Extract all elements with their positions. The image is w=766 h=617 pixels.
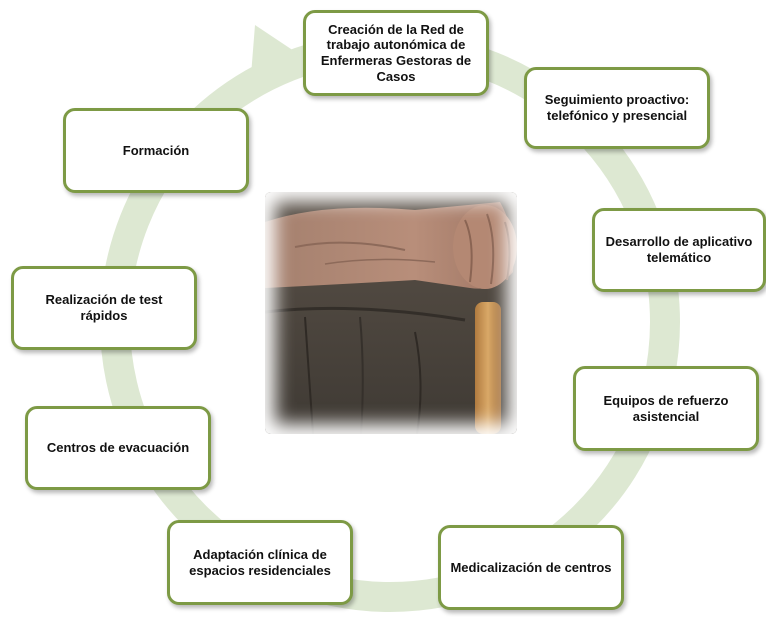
node-label: Formación bbox=[122, 142, 190, 158]
node-red-enfermeras-gestoras: Creación de la Red de trabajo autonómica… bbox=[303, 10, 489, 96]
node-label: Desarrollo de aplicativo telemático bbox=[605, 234, 753, 265]
node-aplicativo-telematico: Desarrollo de aplicativo telemático bbox=[592, 208, 766, 292]
node-adaptacion-clinica: Adaptación clínica de espacios residenci… bbox=[167, 520, 353, 605]
node-test-rapidos: Realización de test rápidos bbox=[11, 266, 197, 350]
node-medicalizacion: Medicalización de centros bbox=[438, 525, 624, 610]
node-centros-evacuacion: Centros de evacuación bbox=[25, 406, 211, 490]
node-label: Centros de evacuación bbox=[46, 440, 190, 456]
node-label: Seguimiento proactivo: telefónico y pres… bbox=[544, 92, 690, 123]
node-equipos-refuerzo: Equipos de refuerzo asistencial bbox=[573, 366, 759, 451]
node-formacion: Formación bbox=[63, 108, 249, 193]
center-photo bbox=[265, 192, 517, 434]
node-label: Adaptación clínica de espacios residenci… bbox=[189, 546, 331, 578]
node-label: Medicalización de centros bbox=[450, 559, 612, 575]
node-label: Creación de la Red de trabajo autonómica… bbox=[320, 21, 472, 84]
node-label: Realización de test rápidos bbox=[45, 292, 163, 323]
node-label: Equipos de refuerzo asistencial bbox=[603, 392, 729, 424]
node-seguimiento-proactivo: Seguimiento proactivo: telefónico y pres… bbox=[524, 67, 710, 149]
cycle-arrowhead bbox=[250, 25, 300, 88]
